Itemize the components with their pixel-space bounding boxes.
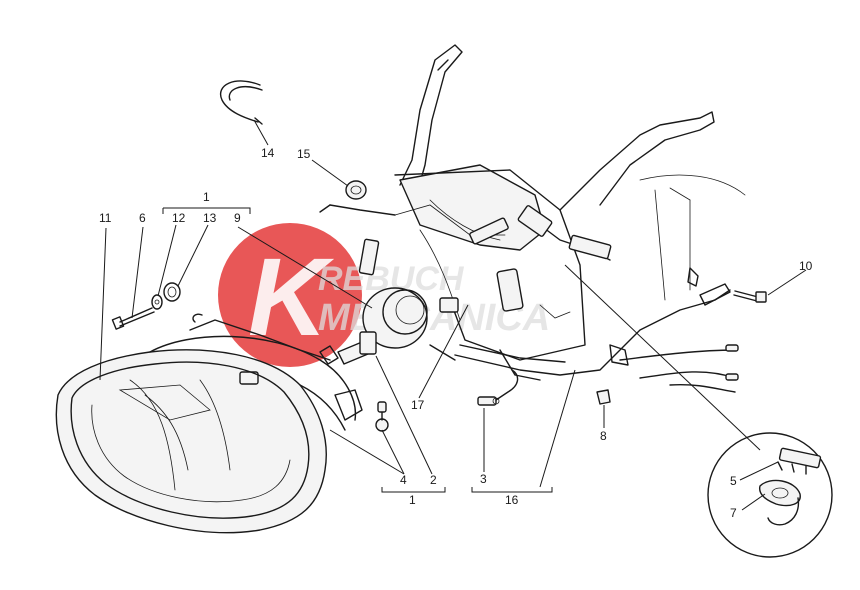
part-label-14: 14 xyxy=(261,146,275,160)
watermark-letter: K xyxy=(248,236,335,359)
part-label-12: 12 xyxy=(172,211,186,225)
part-label-1-bottom: 1 xyxy=(409,493,416,507)
watermark-disc xyxy=(218,223,362,367)
part-label-7: 7 xyxy=(730,506,737,520)
part-label-9: 9 xyxy=(234,211,241,225)
detail-inset-circle xyxy=(707,432,833,558)
screw-part-10 xyxy=(687,267,767,306)
group-bracket-bottom-1 xyxy=(381,487,446,493)
fairing-outline xyxy=(639,174,746,301)
cover-part-7 xyxy=(759,479,801,526)
small-bulb-part-3 xyxy=(477,369,519,406)
wire-ends xyxy=(619,344,739,393)
detail-leader-line xyxy=(564,264,761,451)
screw-part-6 xyxy=(111,307,155,330)
leader-lines xyxy=(99,119,807,511)
part-label-6: 6 xyxy=(139,211,146,225)
bulb-part-2 xyxy=(337,331,377,365)
bulb-holder-ring-part-9 xyxy=(362,287,428,349)
fairing-support-frame xyxy=(394,44,731,381)
part-label-13: 13 xyxy=(203,211,217,225)
group-bracket-top-1 xyxy=(162,207,251,214)
part-label-1-top: 1 xyxy=(203,190,210,204)
grommet-part-13 xyxy=(163,282,181,302)
part-label-5: 5 xyxy=(730,474,737,488)
part-label-15: 15 xyxy=(297,147,311,161)
part-label-10: 10 xyxy=(799,259,813,273)
headlight-mount xyxy=(189,313,339,365)
part-label-4: 4 xyxy=(400,473,407,487)
group-bracket-16 xyxy=(471,487,553,493)
part-label-16: 16 xyxy=(505,493,519,507)
part-label-3: 3 xyxy=(480,472,487,486)
headlight-housing xyxy=(55,335,363,534)
grommet-part-15 xyxy=(345,180,367,200)
part-label-8: 8 xyxy=(600,429,607,443)
part-label-17: 17 xyxy=(411,398,425,412)
harness-connectors xyxy=(319,204,571,319)
parking-bulb-part-4 xyxy=(375,401,389,432)
part-label-11: 11 xyxy=(99,211,112,225)
switch-part-5 xyxy=(777,447,822,475)
cable-tie-part-14 xyxy=(219,80,263,125)
washer-part-12 xyxy=(151,294,163,310)
clip-part-8 xyxy=(596,344,629,405)
part-label-2: 2 xyxy=(430,473,437,487)
